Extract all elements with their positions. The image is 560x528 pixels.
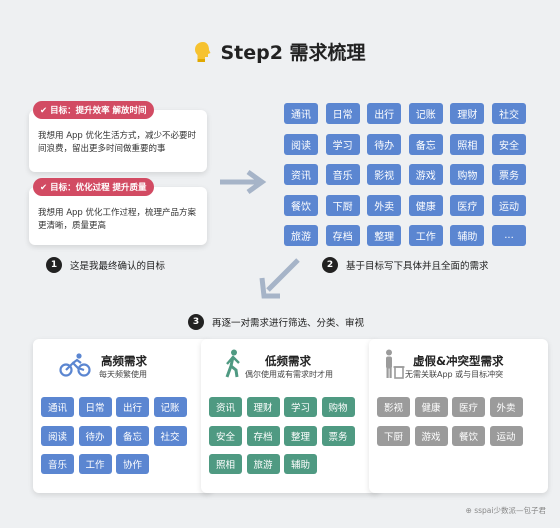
category-tile: 票务: [321, 425, 355, 446]
step-text: 再逐一对需求进行筛选、分类、审视: [212, 318, 365, 329]
lightbulb-head-icon: [195, 42, 211, 62]
step-number: 2: [322, 257, 338, 273]
category-tile: 学习: [284, 397, 317, 417]
arrow-right-icon: [220, 169, 267, 195]
category-tile: 整理: [284, 425, 317, 446]
panel-title: 低频需求: [265, 354, 311, 368]
goal-card: ✔ 目标：优化过程 提升质量 我想用 App 优化工作过程，梳理产品方案更清晰，…: [29, 178, 207, 245]
step-3: 3 再逐一对需求进行筛选、分类、审视: [188, 314, 364, 330]
requirement-tile: 社交: [492, 103, 526, 124]
category-tile: 协作: [116, 454, 149, 474]
category-tile: 运动: [489, 425, 523, 446]
category-tile: 待办: [78, 425, 112, 446]
panel-high-frequency: 高频需求 每天频繁使用 通讯日常出行记账阅读待办备忘社交音乐工作协作: [33, 339, 212, 493]
requirement-tile: 票务: [492, 164, 526, 185]
category-tile: 购物: [321, 397, 355, 417]
panel-subtitle: 偶尔使用或有需求时才用: [245, 370, 333, 379]
category-tile: 通讯: [41, 397, 74, 417]
walking-person-icon: [225, 349, 240, 378]
requirement-tile: 整理: [367, 225, 402, 246]
requirement-tile: 日常: [325, 103, 360, 124]
requirement-tile: 健康: [408, 194, 443, 216]
requirement-tile: 餐饮: [284, 194, 318, 216]
goal-tag: ✔ 目标：提升效率 解放时间: [33, 101, 154, 119]
requirement-tile: 理财: [450, 103, 485, 124]
goal-tag: ✔ 目标：优化过程 提升质量: [33, 178, 154, 196]
title-text: Step2 需求梳理: [220, 42, 366, 64]
panel-low-frequency: 低频需求 偶尔使用或有需求时才用 资讯理财学习购物安全存档整理票务照相旅游辅助: [201, 339, 380, 493]
requirement-tile: 通讯: [284, 103, 318, 124]
category-tile: 备忘: [116, 425, 149, 446]
category-tile: 工作: [78, 454, 112, 474]
category-tile: 日常: [78, 397, 112, 417]
requirement-tile: 运动: [492, 194, 526, 216]
step-text: 基于目标写下具体并且全面的需求: [346, 261, 489, 272]
requirement-tile: 音乐: [325, 164, 360, 185]
category-tile: 影视: [377, 397, 410, 417]
requirement-tile: 存档: [325, 225, 360, 246]
category-tile: 安全: [209, 425, 242, 446]
category-tile: 医疗: [452, 397, 485, 417]
requirement-tile: 旅游: [284, 225, 318, 246]
requirement-tile: 资讯: [284, 164, 318, 185]
page-title: Step2 需求梳理: [0, 38, 560, 65]
requirement-tile: 下厨: [325, 194, 360, 216]
requirement-tile: 学习: [325, 133, 360, 155]
panel-subtitle: 无需关联App 或与目标冲突: [405, 370, 504, 379]
cyclist-icon: [59, 353, 91, 377]
requirement-tile: 工作: [408, 225, 443, 246]
category-tile: 照相: [209, 454, 242, 474]
category-tile: 旅游: [246, 454, 280, 474]
category-tile: 出行: [116, 397, 149, 417]
goal-card: ✔ 目标：提升效率 解放时间 我想用 App 优化生活方式，减少不必要时间浪费，…: [29, 101, 207, 172]
category-tile: 资讯: [209, 397, 242, 417]
category-tile: 下厨: [377, 425, 410, 446]
requirement-tile: 医疗: [450, 194, 485, 216]
category-tile: 辅助: [284, 454, 317, 474]
requirement-tile: 待办: [367, 133, 402, 155]
requirement-tile: 辅助: [450, 225, 485, 246]
panel-title: 虚假&冲突型需求: [413, 354, 504, 368]
category-tile: 记账: [153, 397, 187, 417]
goal-text: 我想用 App 优化工作过程，梳理产品方案更清晰，质量更高: [38, 208, 197, 231]
panel-title: 高频需求: [101, 354, 147, 368]
category-tile: 餐饮: [452, 425, 485, 446]
category-tile: 音乐: [41, 454, 74, 474]
requirement-tile: 游戏: [408, 164, 443, 185]
requirement-tile: 阅读: [284, 133, 318, 155]
step-number: 3: [188, 314, 204, 330]
footer-credit: ⊕ sspai少数派—包子君: [465, 506, 546, 515]
category-tile: 游戏: [414, 425, 448, 446]
step-number: 1: [46, 257, 62, 273]
requirement-tile: 购物: [450, 164, 485, 185]
category-tile: 外卖: [489, 397, 523, 417]
step-text: 这是我最终确认的目标: [70, 261, 166, 272]
category-tile: 健康: [414, 397, 448, 417]
category-tile: 阅读: [41, 425, 74, 446]
requirement-tile: 出行: [367, 103, 402, 124]
requirement-tile: 外卖: [367, 194, 402, 216]
goal-text: 我想用 App 优化生活方式，减少不必要时间浪费，留出更多时间做重要的事: [38, 131, 197, 154]
requirement-tile: 安全: [492, 133, 526, 155]
panel-false-conflict: 虚假&冲突型需求 无需关联App 或与目标冲突 影视健康医疗外卖下厨游戏餐饮运动: [369, 339, 548, 493]
category-tile: 理财: [246, 397, 280, 417]
trash-person-icon: [386, 349, 405, 379]
panel-subtitle: 每天频繁使用: [99, 370, 147, 379]
requirement-tile: 影视: [367, 164, 402, 185]
category-tile: 存档: [246, 425, 280, 446]
arrow-down-left-icon: [259, 258, 300, 299]
step-1: 1 这是我最终确认的目标: [46, 257, 165, 273]
requirement-tile: 备忘: [408, 133, 443, 155]
category-tile: 社交: [153, 425, 187, 446]
requirement-tile: ...: [492, 225, 526, 246]
requirement-tile: 照相: [450, 133, 485, 155]
step-2: 2 基于目标写下具体并且全面的需求: [322, 257, 489, 273]
requirement-tile: 记账: [408, 103, 443, 124]
